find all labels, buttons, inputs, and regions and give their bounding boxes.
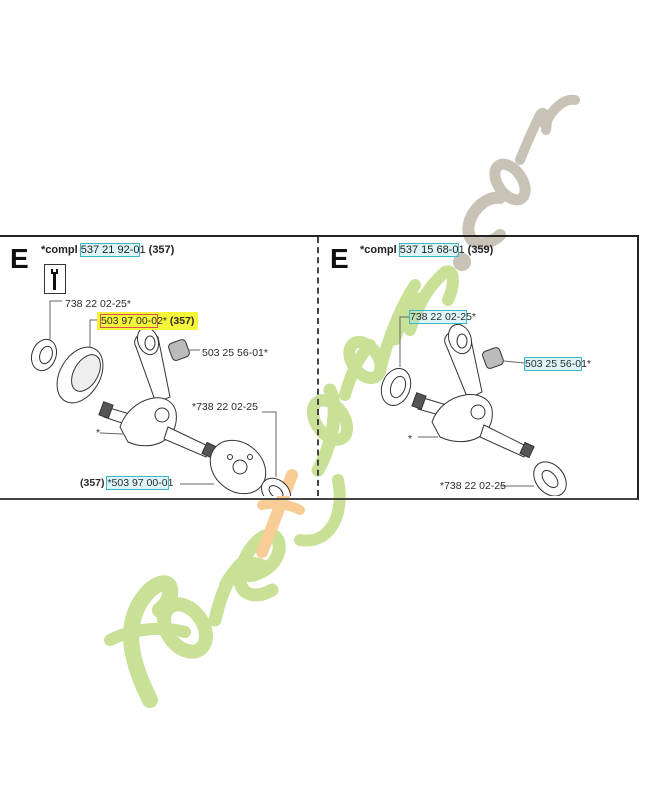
part-number-tail: 1 xyxy=(139,244,146,256)
panel-left: E *compl 537 21 92-01 (357) xyxy=(0,237,316,496)
part-label-bearing-bottom: *738 22 02-25 xyxy=(440,480,506,492)
section-letter: E xyxy=(10,243,29,274)
part-number-tail: 1 xyxy=(458,244,465,256)
ref-number: (357) xyxy=(169,315,195,327)
part-number-link[interactable]: 537 21 92-0 xyxy=(79,243,141,257)
part-number-link[interactable]: 537 15 68-0 xyxy=(398,243,460,257)
part-label-bearing: 738 22 02-25* xyxy=(65,298,131,310)
ref-number: (359) xyxy=(467,244,494,256)
part-number-link[interactable]: 503 25 56-0 xyxy=(523,357,583,371)
part-label-bearing: 738 22 02-25* xyxy=(408,310,476,324)
part-number-tail: 2* xyxy=(157,315,167,327)
crankshaft-assembly-drawing xyxy=(30,300,291,496)
compl-prefix: *compl xyxy=(41,244,78,256)
part-label-crankshaft: * xyxy=(96,427,101,439)
part-label-flywheel-half-highlighted: 503 97 00-02* (357) xyxy=(97,312,199,330)
compl-label: *compl 537 21 92-01 (357) xyxy=(41,243,175,257)
ref-number: (357) xyxy=(80,477,105,489)
ref-number: (357) xyxy=(148,244,175,256)
part-label-needle-bearing: 503 25 56-01* xyxy=(523,357,591,371)
compl-label: *compl 537 15 68-01 (359) xyxy=(360,243,494,257)
part-number-link[interactable]: 503 97 00-0 xyxy=(99,314,159,328)
panel-right: E *compl 537 15 68-01 (359) xyxy=(320,237,636,496)
part-number-tail: 1 xyxy=(167,477,174,489)
part-number-tail: 1* xyxy=(581,358,591,370)
part-number-tail: 5* xyxy=(466,311,476,323)
section-letter: E xyxy=(330,243,349,274)
wrench-icon xyxy=(44,264,66,294)
crankshaft-assembly-drawing xyxy=(380,316,567,496)
part-label-bearing-right: *738 22 02-25 xyxy=(192,401,258,413)
part-label-flywheel-bottom: (357) *503 97 00-01 xyxy=(80,476,174,490)
part-number-link[interactable]: 738 22 02-2 xyxy=(408,310,468,324)
part-label-needle-bearing: 503 25 56-01* xyxy=(202,347,268,359)
part-number-link[interactable]: *503 97 00-0 xyxy=(106,476,169,490)
part-label-crankshaft: * xyxy=(408,433,413,445)
panel-divider xyxy=(317,237,319,496)
parts-frame xyxy=(0,235,639,500)
compl-prefix: *compl xyxy=(360,244,397,256)
